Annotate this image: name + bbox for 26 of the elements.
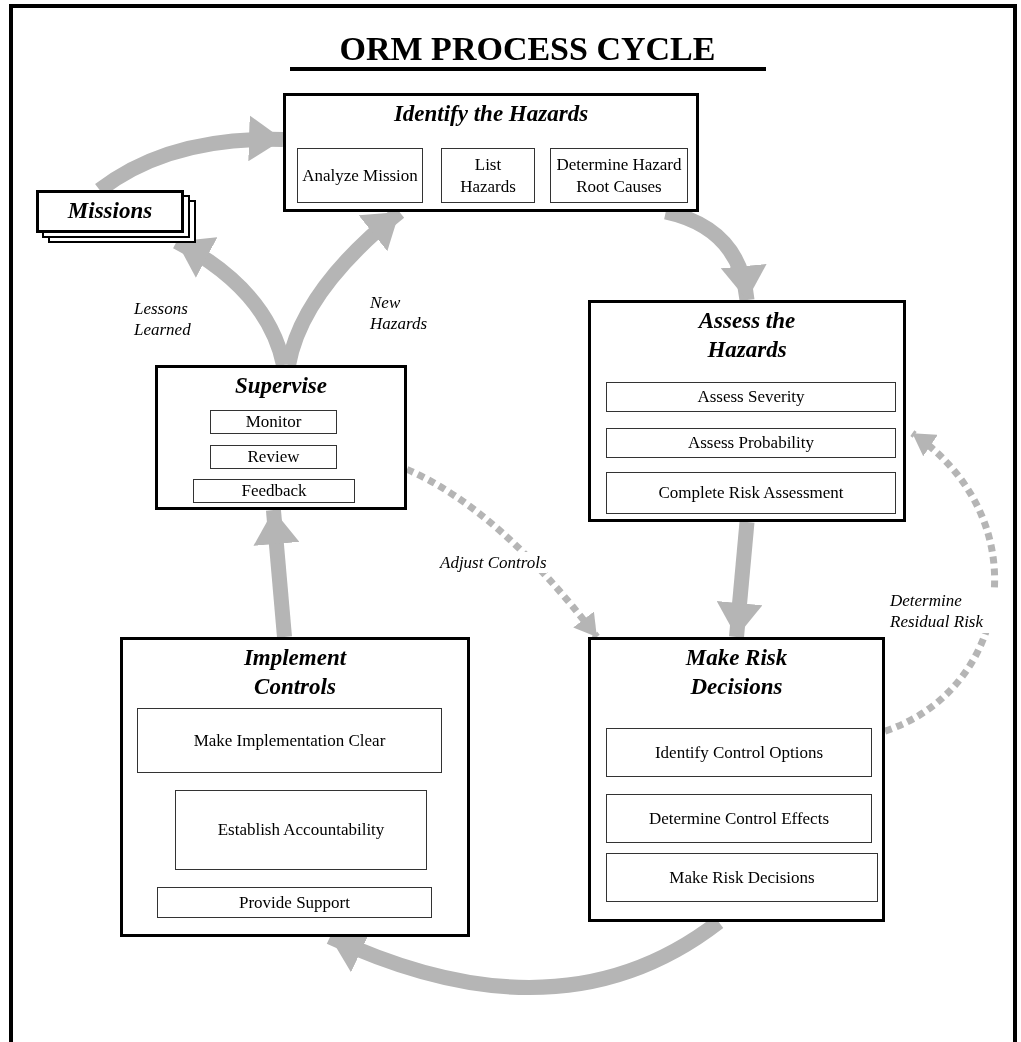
step-box: Assess Severity bbox=[606, 382, 896, 412]
step-box: Determine Hazard Root Causes bbox=[550, 148, 688, 203]
step-box: List Hazards bbox=[441, 148, 535, 203]
arrow bbox=[716, 521, 763, 638]
dashed-arrow bbox=[883, 430, 998, 735]
step-box: Monitor bbox=[210, 410, 337, 434]
step-box: Assess Probability bbox=[606, 428, 896, 458]
step-box: Identify Control Options bbox=[606, 728, 872, 777]
step-box: Feedback bbox=[193, 479, 355, 503]
step-box: Complete Risk Assessment bbox=[606, 472, 896, 514]
step-box: Determine Control Effects bbox=[606, 794, 872, 843]
step-box: Provide Support bbox=[157, 887, 432, 918]
process-box: Identify the Hazards Analyze Mission List Hazards Determine Hazard Root Causes bbox=[283, 93, 699, 212]
process-box: Make Risk Decisions Identify Control Options Determine Control Effects Make Risk Decisions bbox=[588, 637, 885, 922]
edge-label: Adjust Controls bbox=[440, 552, 547, 574]
title: ORM PROCESS CYCLE bbox=[338, 29, 717, 69]
step-box: Make Implementation Clear bbox=[137, 708, 442, 773]
step-box: Make Risk Decisions bbox=[606, 853, 878, 902]
step-box: Analyze Mission bbox=[297, 148, 423, 203]
step-box: Review bbox=[210, 445, 337, 469]
step-box: Establish Accountability bbox=[175, 790, 427, 870]
missions-box: Missions bbox=[36, 190, 184, 233]
process-box: Supervise Monitor Review Feedback bbox=[155, 365, 407, 510]
process-box: Implement Controls Make Implementation Clear Establish Accountability Provide Support bbox=[120, 637, 470, 937]
process-box: Assess the Hazards Assess Severity Assess Probability Complete Risk Assessment bbox=[588, 300, 906, 522]
arrow bbox=[253, 509, 300, 638]
